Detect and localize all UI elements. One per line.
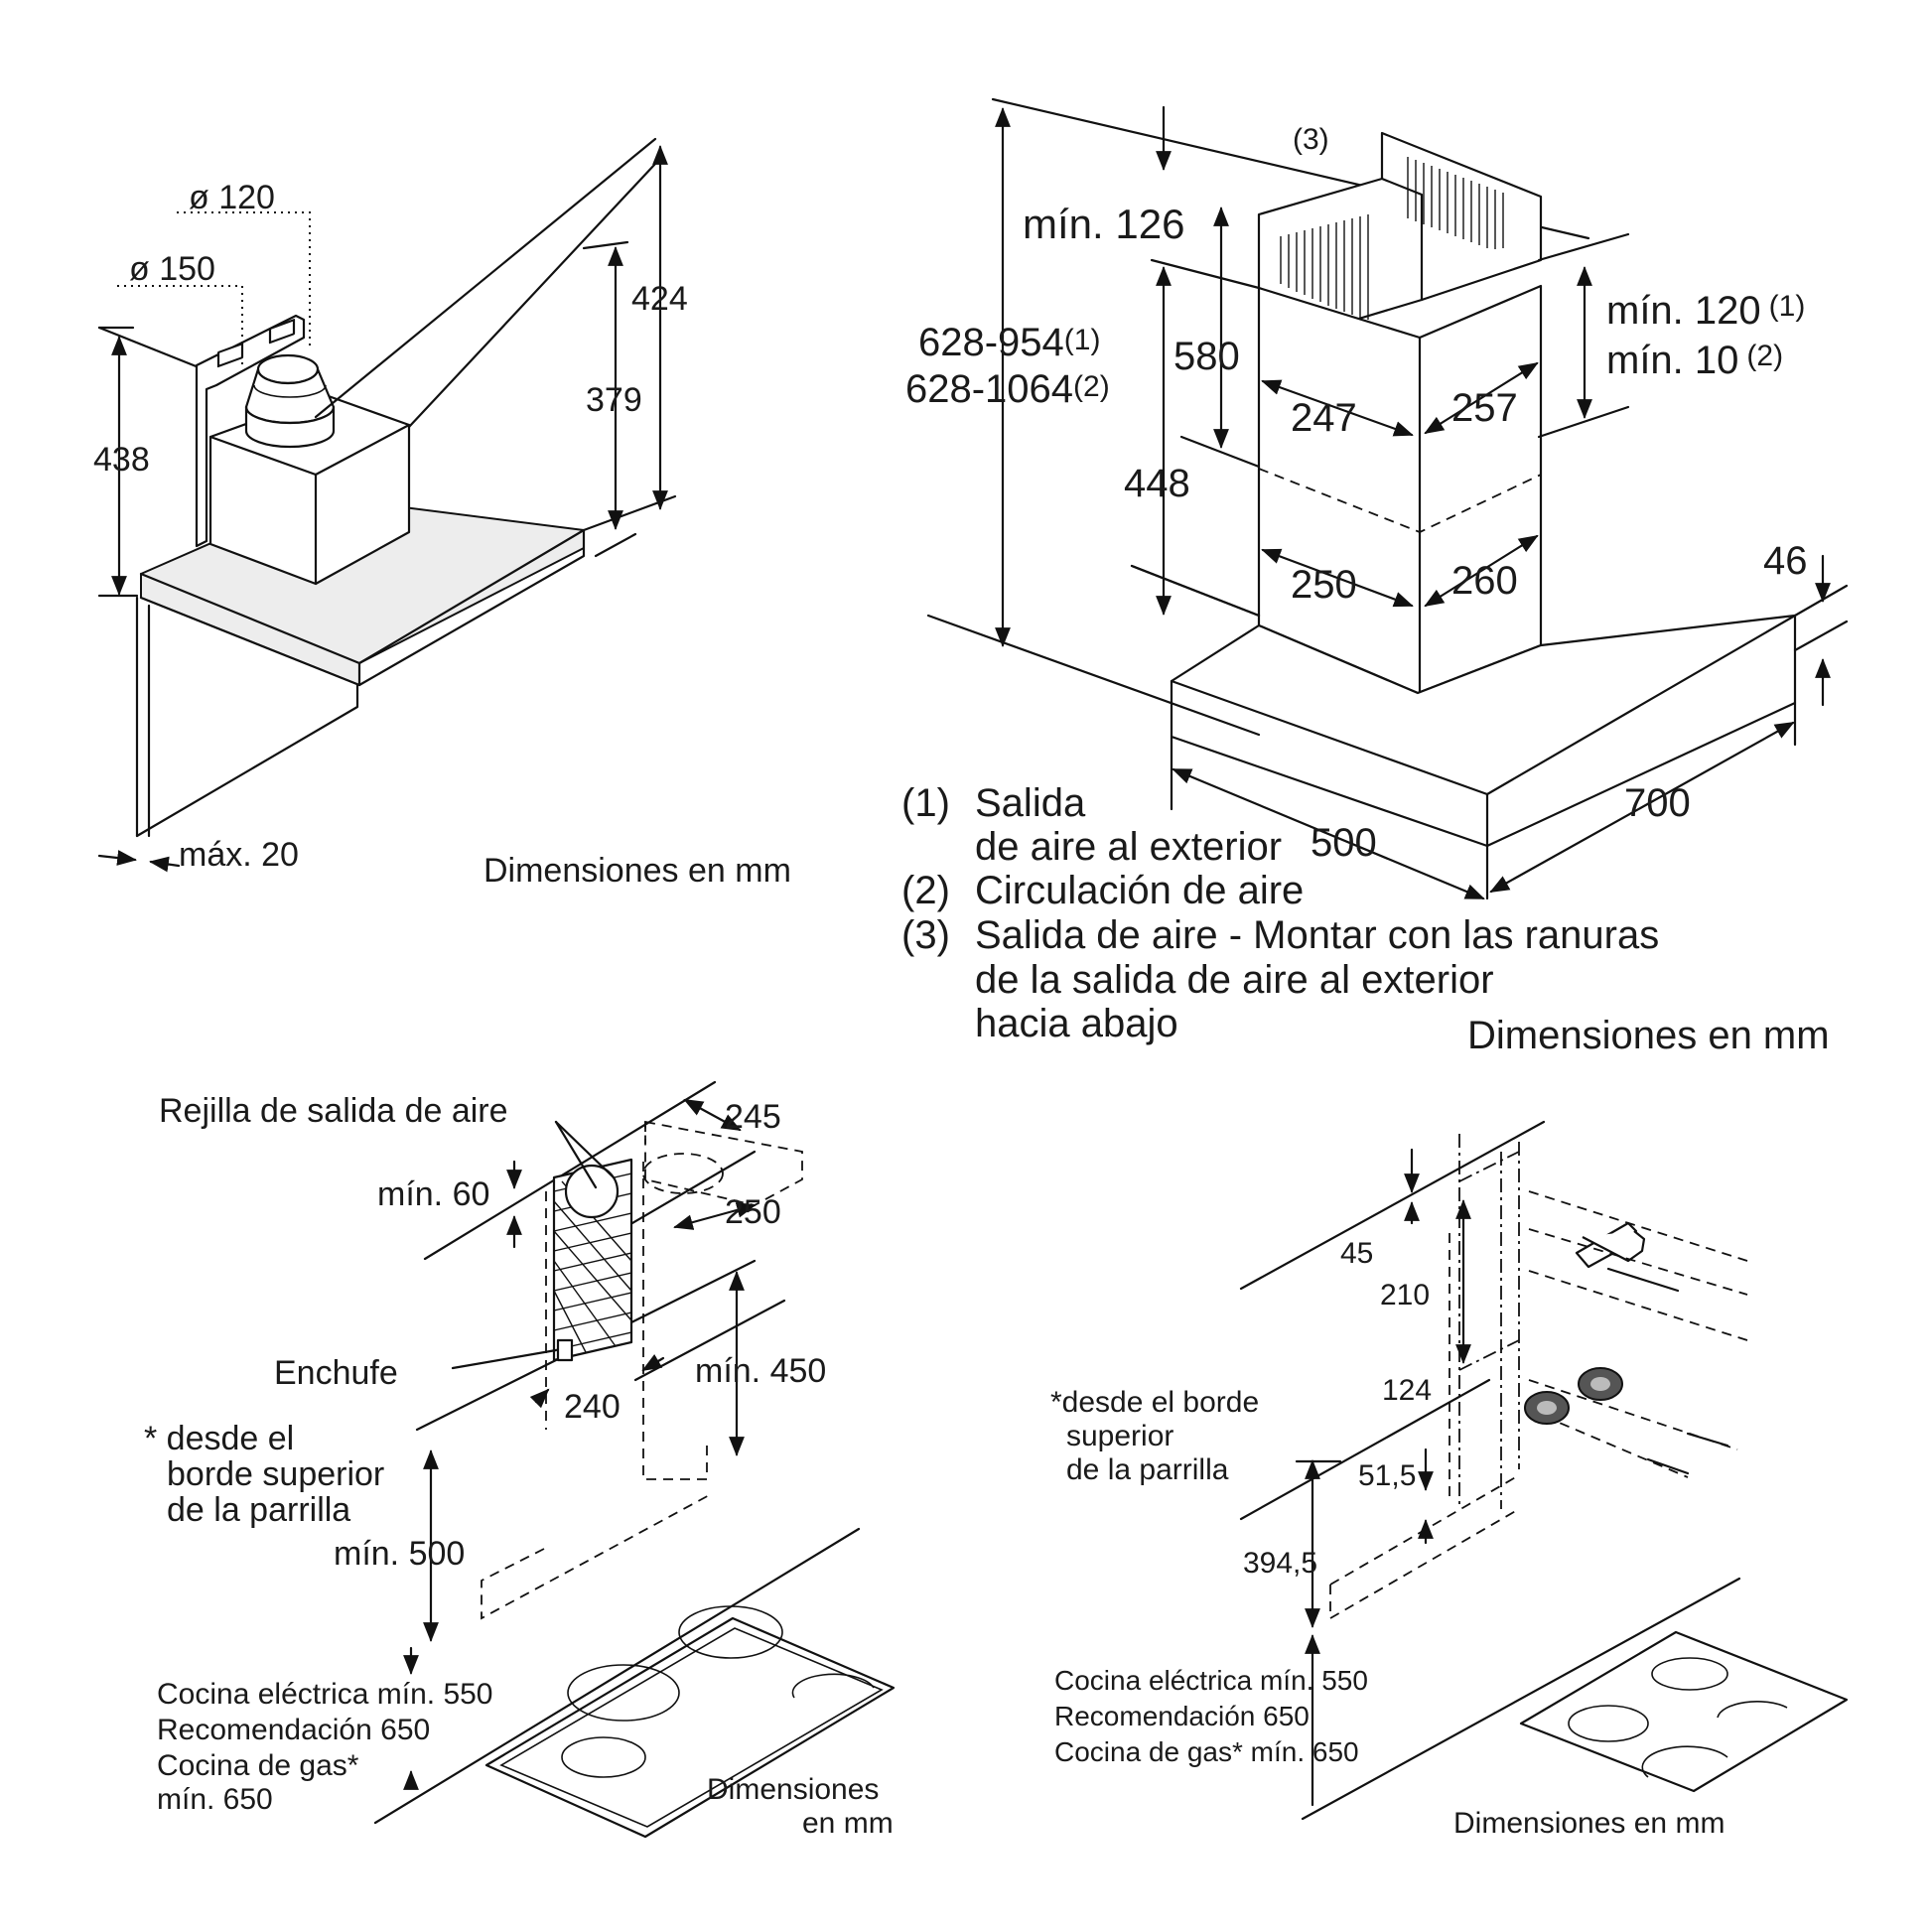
dim-245: 245: [725, 1098, 781, 1136]
br-note-line-3: de la parrilla: [1066, 1453, 1229, 1486]
dim-260: 260: [1451, 559, 1518, 603]
bracket-clip: [1582, 1230, 1646, 1263]
dim-424: 424: [631, 280, 688, 318]
note-line-1: * desde el: [144, 1420, 294, 1457]
br-hob-line-2: Recomendación 650: [1054, 1701, 1310, 1731]
dim-240: 240: [564, 1388, 621, 1426]
hob-line-3: Cocina de gas*: [157, 1749, 359, 1782]
wall-bracket: [195, 314, 306, 548]
hob-right: [1519, 1630, 1849, 1793]
dim-379: 379: [586, 381, 642, 419]
dim-438: 438: [93, 441, 150, 479]
panel-socket-position: Rejilla de salida de aire 245 250 mín. 6…: [144, 1080, 896, 1840]
dim-range-2: 628-1064(2): [905, 367, 1110, 411]
dim-700: 700: [1624, 781, 1691, 825]
legend-3-line-1: Salida de aire - Montar con las ranuras: [975, 913, 1659, 957]
dim-45: 45: [1340, 1237, 1373, 1270]
caption-bl-2: en mm: [802, 1807, 894, 1840]
panel-hood-front-view: (3) mín. 126 628-954(1) 628-1064(2) 580 …: [901, 97, 1849, 1057]
dim-46: 46: [1763, 539, 1808, 583]
vent-slots: [1280, 157, 1504, 320]
dim-124: 124: [1382, 1374, 1432, 1407]
dim-min10: mín. 10(2): [1606, 339, 1783, 382]
hob-left: [484, 1616, 896, 1839]
legend-1-line-2: de aire al exterior: [975, 825, 1282, 869]
legend: (1) Salida de aire al exterior (2) Circu…: [901, 781, 1659, 1045]
note-line-3: de la parrilla: [167, 1491, 350, 1529]
dim-min126: mín. 126: [1023, 201, 1184, 247]
dim-max20: máx. 20: [179, 836, 299, 874]
panel-bracket-position: 45 210 124 51,5 394,5 *desde el borde su…: [1050, 1120, 1849, 1840]
dim-d150: ø 150: [129, 250, 215, 288]
caption-top-right: Dimensiones en mm: [1467, 1014, 1830, 1057]
dim-min60: mín. 60: [377, 1175, 489, 1213]
caption-bottom-right: Dimensiones en mm: [1453, 1807, 1725, 1840]
br-hob-line-3: Cocina de gas* mín. 650: [1054, 1736, 1359, 1767]
legend-2-line-1: Circulación de aire: [975, 869, 1304, 912]
br-note-line-2: superior: [1066, 1420, 1173, 1452]
dim-51-5: 51,5: [1358, 1459, 1416, 1492]
legend-num-1: (1): [901, 781, 950, 825]
br-hob-line-1: Cocina eléctrica mín. 550: [1054, 1665, 1368, 1696]
lower-chimney: [1257, 284, 1543, 695]
dim-d120: ø 120: [189, 179, 275, 216]
label-3: (3): [1293, 123, 1329, 156]
grille-circle: [564, 1164, 620, 1219]
dim-250: 250: [725, 1193, 781, 1231]
caption-top-left: Dimensiones en mm: [483, 852, 791, 890]
note-line-2: borde superior: [167, 1455, 384, 1493]
caption-bl-1: Dimensiones: [707, 1773, 879, 1806]
socket: [556, 1338, 574, 1362]
legend-num-3: (3): [901, 913, 950, 957]
dim-range-1: 628-954(1): [918, 321, 1100, 364]
legend-3-line-2: de la salida de aire al exterior: [975, 958, 1494, 1002]
dim-448: 448: [1124, 462, 1190, 505]
dim-257: 257: [1451, 386, 1518, 430]
dim-210: 210: [1380, 1279, 1430, 1311]
hob-line-4: mín. 650: [157, 1783, 273, 1816]
legend-3-line-3: hacia abajo: [975, 1002, 1178, 1045]
dim-580: 580: [1173, 335, 1240, 378]
grille-label: Rejilla de salida de aire: [159, 1092, 508, 1130]
hob-line-1: Cocina eléctrica mín. 550: [157, 1678, 493, 1711]
socket-label: Enchufe: [274, 1354, 398, 1392]
dim-500: 500: [1311, 821, 1377, 865]
dim-247: 247: [1291, 396, 1357, 440]
dim-min500: mín. 500: [334, 1535, 465, 1573]
dim-min120: mín. 120(1): [1606, 289, 1805, 333]
legend-1-line-1: Salida: [975, 781, 1086, 825]
dim-394-5: 394,5: [1243, 1547, 1317, 1580]
br-note-line-1: *desde el borde: [1050, 1386, 1259, 1419]
dim-min450: mín. 450: [695, 1352, 826, 1390]
dim-250: 250: [1291, 563, 1357, 607]
hob-line-2: Recomendación 650: [157, 1714, 430, 1746]
legend-num-2: (2): [901, 869, 950, 912]
panel-hood-side-view: ø 120 ø 150 424 379 438 máx. 20 Dimensio…: [93, 137, 791, 890]
